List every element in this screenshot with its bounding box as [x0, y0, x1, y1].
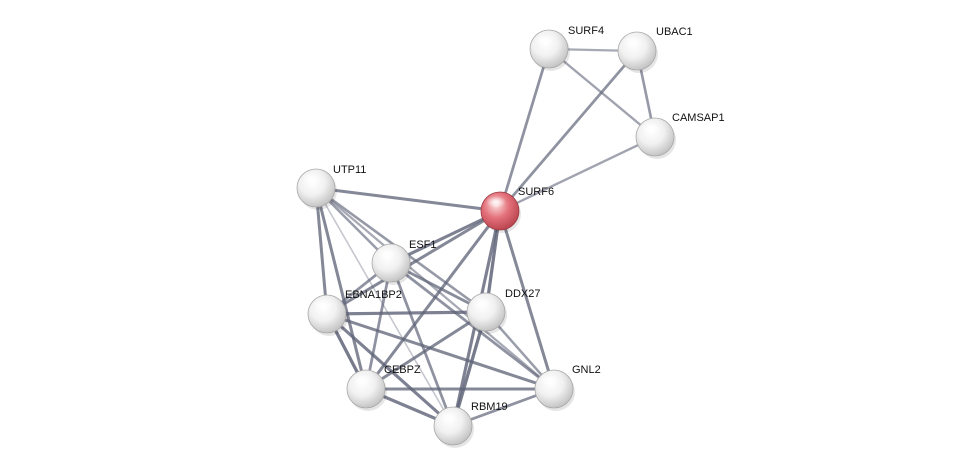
node-ddx27[interactable]: DDX27: [466, 288, 540, 334]
edge-esf1-cebpz: [364, 261, 393, 391]
edge-utp11-cebpz: [314, 186, 368, 391]
node-highlight: [535, 34, 555, 46]
node-esf1[interactable]: ESF1: [371, 239, 437, 285]
node-surf4[interactable]: SURF4: [529, 25, 604, 71]
node-surf6[interactable]: SURF6: [480, 186, 554, 233]
node-label-rbm19: RBM19: [471, 401, 508, 413]
node-label-utp11: UTP11: [333, 164, 366, 176]
edge-utp11-rbm19: [315, 187, 454, 427]
edge-ddx27-rbm19: [451, 310, 488, 428]
edge-gnl2-surf6: [498, 209, 556, 391]
node-label-surf4: SURF4: [568, 25, 604, 37]
edge-surf4-surf6: [498, 47, 551, 213]
node-ebna1bp2[interactable]: EBNA1BP2: [307, 289, 402, 336]
node-highlight: [641, 122, 661, 134]
node-label-esf1: ESF1: [409, 239, 437, 251]
edge-utp11-gnl2: [314, 186, 556, 391]
node-label-cebpz: CEBPZ: [384, 364, 421, 376]
node-highlight: [439, 411, 459, 423]
node-label-camsap1: CAMSAP1: [672, 112, 725, 124]
node-label-ebna1bp2: EBNA1BP2: [345, 289, 402, 301]
node-label-gnl2: GNL2: [572, 364, 601, 376]
edge-ebna1bp2-surf6: [325, 209, 502, 316]
node-rbm19[interactable]: RBM19: [433, 401, 508, 448]
edges-layer: [314, 47, 657, 428]
node-highlight: [623, 36, 643, 48]
edge-utp11-surf6: [314, 186, 502, 213]
edge-cebpz-surf6: [364, 209, 502, 391]
edge-ebna1bp2-gnl2: [325, 312, 556, 391]
node-ubac1[interactable]: UBAC1: [617, 26, 693, 73]
node-camsap1[interactable]: CAMSAP1: [635, 112, 725, 159]
node-highlight: [377, 248, 397, 260]
node-gnl2[interactable]: GNL2: [534, 364, 601, 411]
node-cebpz[interactable]: CEBPZ: [346, 364, 421, 411]
node-highlight: [302, 173, 322, 185]
node-utp11[interactable]: UTP11: [296, 164, 366, 210]
edge-ubac1-surf6: [498, 49, 639, 213]
edge-esf1-gnl2: [389, 261, 556, 391]
node-highlight: [486, 196, 506, 208]
node-label-ddx27: DDX27: [505, 288, 540, 300]
node-highlight: [313, 299, 333, 311]
edge-camsap1-surf6: [498, 135, 657, 213]
edge-ebna1bp2-ddx27: [325, 310, 488, 316]
node-highlight: [472, 297, 492, 309]
node-label-ubac1: UBAC1: [656, 26, 693, 38]
edge-ebna1bp2-rbm19: [325, 312, 455, 428]
node-highlight: [540, 374, 560, 386]
edge-ddx27-cebpz: [364, 310, 488, 391]
node-highlight: [352, 374, 372, 386]
edge-utp11-ebna1bp2: [314, 186, 329, 316]
node-label-surf6: SURF6: [518, 186, 554, 198]
